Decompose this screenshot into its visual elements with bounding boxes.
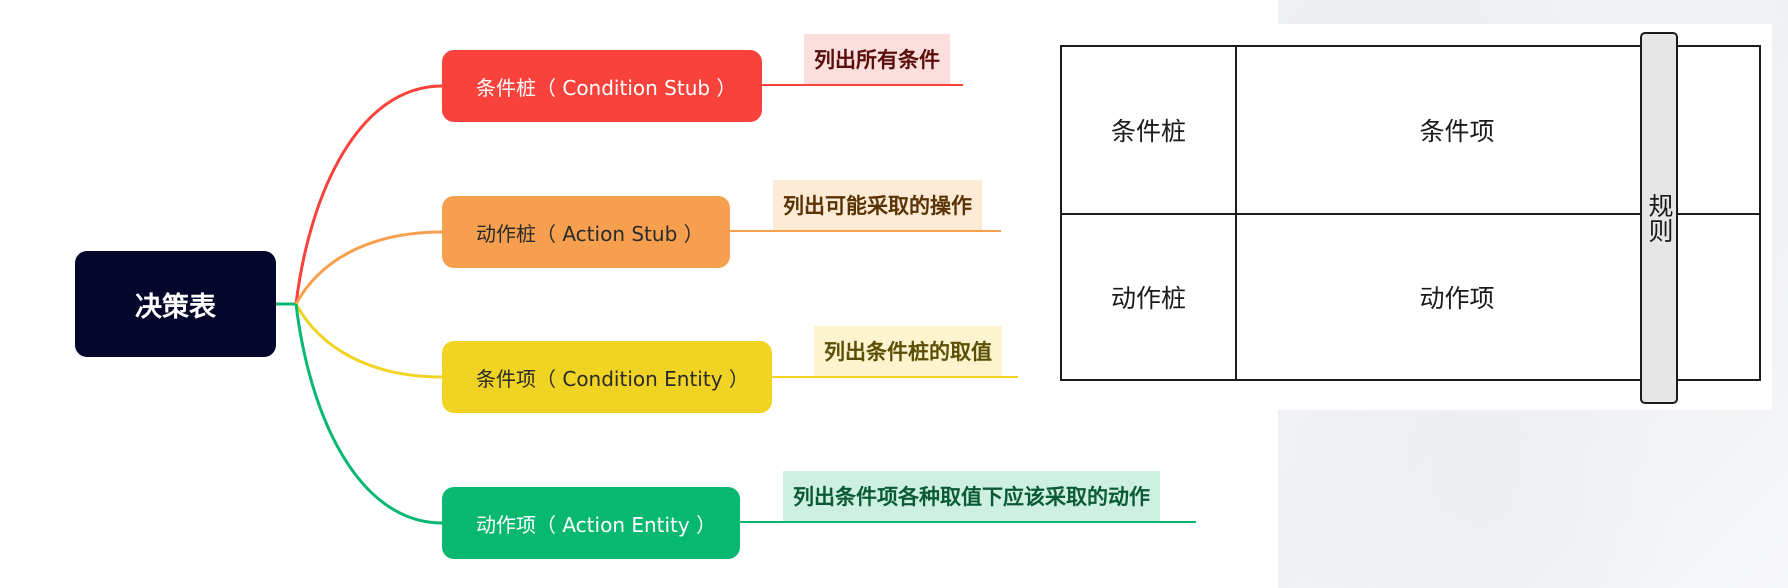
cell-condition-stub: 条件桩 [1110, 117, 1186, 146]
rule-column: 规则 [1640, 32, 1678, 404]
connector-action-entity [294, 303, 443, 525]
decision-table: 条件桩 条件项 动作桩 动作项 [1060, 45, 1761, 381]
root-node[interactable]: 决策表 [75, 251, 276, 357]
branch-action-stub[interactable]: 动作桩（ Action Stub ） [442, 196, 730, 268]
note-condition-stub[interactable]: 列出所有条件 [804, 34, 950, 84]
cell-condition-entity: 条件项 [1419, 117, 1495, 146]
note-condition-entity[interactable]: 列出条件桩的取值 [814, 326, 1002, 376]
connector-condition-entity [294, 303, 443, 379]
note-action-stub[interactable]: 列出可能采取的操作 [773, 180, 982, 230]
cell-action-stub: 动作桩 [1110, 284, 1186, 313]
connector-condition-stub [294, 84, 443, 305]
branch-condition-entity[interactable]: 条件项（ Condition Entity ） [442, 341, 772, 413]
table-column-divider [1235, 47, 1237, 379]
connector-action-stub [294, 230, 443, 305]
branch-condition-stub[interactable]: 条件桩（ Condition Stub ） [442, 50, 762, 122]
table-row-divider [1062, 213, 1759, 215]
branch-action-entity[interactable]: 动作项（ Action Entity ） [442, 487, 740, 559]
cell-action-entity: 动作项 [1419, 284, 1495, 313]
rule-label: 规则 [1645, 193, 1674, 243]
note-action-entity[interactable]: 列出条件项各种取值下应该采取的动作 [783, 471, 1160, 521]
